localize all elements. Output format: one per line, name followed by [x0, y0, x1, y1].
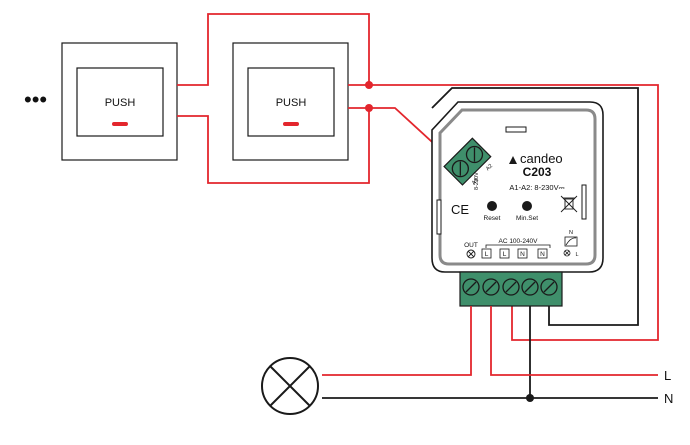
mains-terminal-label: N — [520, 251, 525, 258]
side-slot — [436, 199, 442, 235]
terminal-screw-icon — [482, 278, 500, 296]
push-switch-left: PUSH — [61, 42, 178, 161]
indicator-led — [283, 122, 299, 126]
top-notch — [505, 126, 527, 133]
continuation-dots: ••• — [24, 87, 47, 112]
mains-terminal-label: N — [540, 251, 545, 258]
live-wiring — [322, 306, 658, 376]
indicator-led — [112, 122, 128, 126]
min-set-label: Min.Set — [516, 215, 538, 222]
wire-output-to-lamp — [322, 306, 472, 376]
dimmer-symbol-l: L — [575, 252, 578, 258]
neutral-line-label: N — [664, 391, 673, 406]
model-number: C203 — [523, 165, 552, 179]
ce-mark: CE — [451, 202, 469, 217]
terminal-screw-icon — [502, 278, 520, 296]
neutral-wiring — [322, 87, 658, 399]
terminal-screw-icon — [540, 278, 558, 296]
junction-dot — [365, 104, 373, 112]
candeo-logo-icon — [509, 156, 517, 164]
crossed-out-bin-icon — [560, 195, 578, 213]
side-slot — [581, 184, 587, 220]
junction-dot — [526, 394, 534, 402]
brand-name: candeo — [520, 151, 563, 166]
mains-terminal-label: L — [503, 251, 507, 258]
mains-bracket — [485, 244, 551, 248]
output-terminal-block — [459, 271, 563, 307]
switch-label: PUSH — [276, 97, 307, 109]
min-set-button[interactable] — [522, 201, 532, 211]
wire-neutral-feedback — [431, 87, 639, 326]
wire-live-bus — [490, 306, 658, 376]
dimmer-symbol-n: N — [569, 230, 573, 236]
mains-terminal-label: L — [485, 251, 489, 258]
push-input-terminal-block: A1 A2 — [443, 137, 494, 186]
terminal-a2-label: A2 — [485, 163, 494, 172]
mains-label: AC 100-240V — [498, 238, 538, 245]
reset-button[interactable] — [487, 201, 497, 211]
lamp-symbol-icon — [466, 249, 476, 259]
module-inner-rim — [438, 108, 597, 266]
reset-label: Reset — [484, 215, 501, 222]
lamp-load-icon — [261, 357, 319, 415]
output-label: OUT — [464, 242, 478, 249]
live-line-label: L — [664, 368, 671, 383]
switch-label: PUSH — [105, 97, 136, 109]
terminal-screw-icon — [462, 278, 480, 296]
wire-bottom-loop — [177, 107, 456, 184]
terminal-screw-icon — [521, 278, 539, 296]
push-input-spec: A1-A2: 8-230V⎓ — [509, 183, 565, 192]
dimmer-symbol-icon — [563, 236, 578, 257]
push-switch-right: PUSH — [232, 42, 349, 161]
input-side-text: 8-230V — [474, 172, 480, 190]
terminal-a1-label: A1 — [471, 177, 480, 186]
junction-dot — [365, 81, 373, 89]
dimmer-module: A1 A2 8-230V candeo C203 A1-A2: 8-230V⎓ … — [431, 101, 604, 307]
